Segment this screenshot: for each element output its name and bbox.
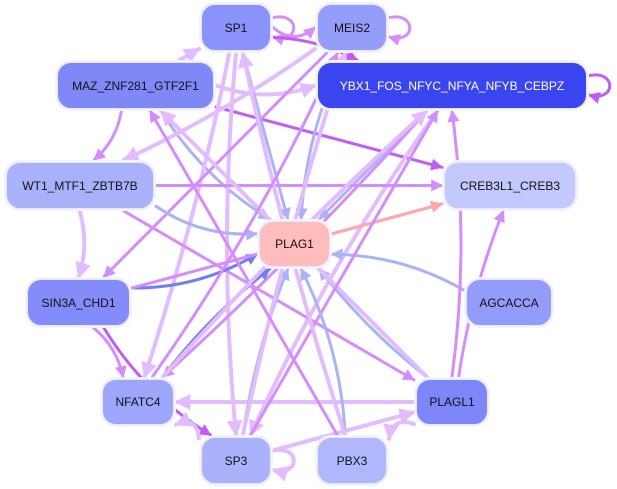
node-label: AGCACCA: [479, 295, 539, 310]
edge-sin3a-to-plag1: [130, 252, 259, 290]
node-sp1[interactable]: SP1: [201, 4, 271, 51]
node-label: CREB3L1_CREB3: [459, 178, 561, 193]
node-maz[interactable]: MAZ_ZNF281_GTF2F1: [57, 62, 214, 109]
node-plag1[interactable]: PLAG1: [259, 221, 330, 267]
edge-sp3-to-ybx1: [249, 109, 439, 437]
edge-ybx1-to-ybx1: [585, 73, 612, 104]
edge-sin3a-to-nfatc4: [92, 326, 127, 379]
node-plagl1[interactable]: PLAGL1: [416, 379, 488, 425]
edge-pbx3-to-maz: [148, 109, 339, 437]
node-wt1[interactable]: WT1_MTF1_ZBTB7B: [6, 162, 154, 209]
edge-agcacca-to-plag1: [330, 248, 466, 292]
node-nfatc4[interactable]: NFATC4: [102, 379, 174, 425]
edge-nfatc4-to-meis2: [150, 51, 339, 379]
edge-maz-to-wt1: [92, 109, 123, 162]
edge-ybx1-to-sp3: [248, 109, 440, 437]
node-pbx3[interactable]: PBX3: [317, 437, 387, 484]
node-label: PBX3: [336, 453, 368, 468]
node-ybx1[interactable]: YBX1_FOS_NFYC_NFYA_NFYB_CEBPZ: [317, 62, 587, 109]
node-label: PLAGL1: [429, 395, 475, 409]
edge-wt1-to-plagl1: [122, 209, 416, 382]
node-label: NFATC4: [115, 395, 161, 409]
edge-maz-to-sp1: [177, 46, 201, 63]
edge-maz-to-ybx1: [214, 82, 317, 98]
edge-plagl1-to-pbx3: [383, 420, 416, 441]
node-creb3l1[interactable]: CREB3L1_CREB3: [444, 162, 576, 209]
edge-meis2-to-meis2: [385, 15, 412, 46]
edge-sp3-to-nfatc4: [174, 411, 201, 441]
edge-sp1-to-nfatc4: [141, 51, 232, 379]
node-agcacca[interactable]: AGCACCA: [466, 279, 552, 326]
node-meis2[interactable]: MEIS2: [317, 4, 387, 51]
edge-wt1-to-sin3a: [75, 209, 91, 279]
edge-sp1-to-meis2: [271, 26, 317, 40]
node-label: SP3: [224, 453, 248, 468]
node-label: SP1: [224, 20, 248, 35]
node-label: MAZ_ZNF281_GTF2F1: [72, 78, 199, 93]
node-label: WT1_MTF1_ZBTB7B: [22, 178, 138, 193]
node-label: PLAG1: [275, 237, 314, 251]
edge-meis2-to-wt1: [121, 46, 317, 162]
edge-sp1-to-ybx1: [271, 35, 359, 62]
edge-sp3-to-sp3: [269, 447, 296, 482]
node-label: YBX1_FOS_NFYC_NFYA_NFYB_CEBPZ: [339, 78, 565, 93]
edge-maz-to-creb3l1: [214, 105, 444, 171]
node-sp3[interactable]: SP3: [201, 437, 271, 484]
edge-plagl1-to-ybx1: [447, 109, 463, 379]
edge-plag1-to-creb3l1: [330, 200, 444, 236]
node-label: MEIS2: [333, 20, 370, 35]
edge-pbx3-to-plag1: [299, 267, 347, 437]
node-sin3a[interactable]: SIN3A_CHD1: [27, 279, 130, 326]
node-label: SIN3A_CHD1: [41, 295, 116, 310]
